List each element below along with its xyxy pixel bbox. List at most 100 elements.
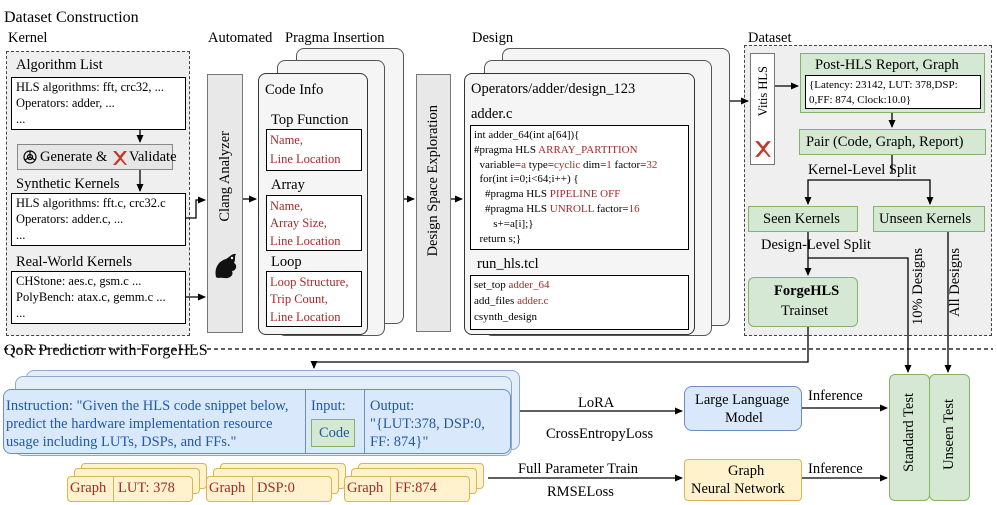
code-input-box: Code	[311, 419, 355, 447]
graph-tag: Graph	[209, 480, 246, 496]
header-pragma-insertion: Pragma Insertion	[285, 30, 385, 46]
forgehls-trainset-box: ForgeHLS Trainset	[748, 277, 858, 327]
openai-logo-icon	[22, 149, 38, 165]
code-token: set_top	[474, 279, 509, 291]
seen-kernels-box: Seen Kernels	[748, 206, 858, 232]
algorithm-list-line: ...	[16, 112, 26, 126]
code-token-highlight: PIPELINE OFF	[549, 188, 621, 201]
code-info-title: Code Info	[265, 82, 324, 98]
tcl-code-box: set_top adder_64 add_files adder.c csynth_…	[470, 275, 689, 330]
gnn-label-line: Graph	[728, 463, 765, 479]
xilinx-logo-icon	[112, 150, 128, 166]
dse-bar: Design Space Exploration	[416, 74, 451, 332]
code-token-highlight: UNROLL	[549, 203, 594, 215]
arrow-split-to-unseen	[892, 179, 934, 205]
lora-label: LoRA	[578, 395, 615, 411]
instruction-card: Instruction: "Given the HLS code snippet…	[3, 389, 511, 454]
code-info-card: Code Info Top Function Name, Line Locati…	[258, 73, 368, 335]
graph-card-divider	[390, 477, 391, 501]
code-token-highlight: adder_64	[508, 279, 550, 291]
code-token: dim=	[580, 158, 607, 171]
code-token-highlight: 16	[628, 203, 640, 215]
algorithm-list-line: HLS algorithms: fft, crc32, ...	[16, 80, 165, 94]
code-token: csynth_design	[474, 311, 537, 323]
cross-entropy-loss-label: CrossEntropyLoss	[546, 426, 654, 442]
graph-card-divider	[252, 477, 253, 501]
design-path: Operators/adder/design_123	[471, 81, 636, 97]
pair-label: Pair (Code, Graph, Report)	[806, 134, 964, 150]
forgehls-label: ForgeHLS	[774, 283, 840, 299]
synthetic-kernels-line: ...	[16, 228, 26, 242]
real-world-kernels-line: CHStone: aes.c, gsm.c ...	[16, 274, 142, 288]
synthetic-kernels-title: Synthetic Kernels	[16, 176, 120, 192]
llm-label-line: Model	[725, 410, 763, 426]
graph-tag: Graph	[70, 480, 107, 496]
code-token-highlight: a	[521, 158, 527, 171]
code-line: #pragma HLS ARRAY_PARTITION	[474, 144, 638, 157]
design-card: Operators/adder/design_123 adder.c int a…	[464, 73, 695, 335]
real-world-kernels-box: CHStone: aes.c, gsm.c ... PolyBench: ata…	[11, 271, 186, 324]
code-line: int adder_64(int a[64]){	[474, 129, 579, 142]
arrow-trainset-to-qor	[310, 327, 809, 369]
synthetic-kernels-line: Operators: adder.c, ...	[16, 212, 124, 226]
rmse-loss-label: RMSELoss	[547, 484, 614, 500]
real-world-kernels-line: ...	[16, 306, 26, 320]
graph-tag: Graph	[347, 480, 384, 496]
code-line: s+=a[i];}	[474, 217, 534, 231]
unseen-kernels-label: Unseen Kernels	[879, 211, 972, 227]
code-token: #pragma HLS	[474, 203, 550, 215]
generate-validate-box: Generate & Validate	[17, 144, 177, 170]
graph-card: Graph DSP:0	[206, 476, 332, 502]
loop-box: Loop Structure, Trip Count, Line Locatio…	[266, 271, 362, 327]
generate-label: Generate &	[40, 149, 108, 165]
post-hls-report-box: Post-HLS Report, Graph {Latency: 23142, …	[800, 53, 985, 113]
code-line: set_top adder_64	[474, 279, 549, 292]
code-token: #pragma HLS	[474, 188, 550, 201]
section-title-dataset-construction: Dataset Construction	[4, 9, 139, 26]
output-line: FF: 874}"	[370, 434, 429, 450]
array-item: Name,	[270, 199, 303, 213]
gnn-box: Graph Neural Network	[684, 459, 802, 501]
clang-dragon-icon	[212, 251, 240, 281]
top-function-item: Name,	[270, 133, 303, 147]
code-token: #pragma HLS	[474, 143, 539, 156]
output-line: "{LUT:378, DSP:0,	[370, 416, 485, 432]
full-parameter-train-label: Full Parameter Train	[518, 461, 639, 477]
array-box: Name, Array Size, Line Location	[266, 195, 362, 251]
inference-label-gnn: Inference	[808, 461, 863, 477]
llm-box: Large Language Model	[684, 386, 802, 431]
code-line: #pragma HLS UNROLL factor=16	[474, 203, 640, 216]
header-kernel: Kernel	[8, 30, 48, 46]
code-line: add_files adder.c	[474, 295, 549, 308]
graph-value: LUT: 378	[118, 480, 175, 496]
graph-value: DSP:0	[257, 480, 295, 496]
real-world-kernels-title: Real-World Kernels	[16, 254, 132, 270]
loop-item: Loop Structure,	[270, 275, 349, 289]
code-token-highlight: 1	[606, 158, 612, 171]
code-token: type=	[526, 158, 554, 171]
report-values-line: 0,FF: 874, Clock:10.0}	[809, 94, 912, 106]
algorithm-list-line: Operators: adder, ...	[16, 96, 115, 110]
report-values-line: {Latency: 23142, LUT: 378,DSP:	[809, 79, 958, 91]
code-token-highlight: adder.c	[517, 295, 549, 307]
arrow-synthetic-to-clang	[186, 196, 206, 219]
graph-card-divider	[113, 477, 114, 501]
graph-value: FF:874	[395, 480, 437, 496]
design-level-split-label: Design-Level Split	[761, 237, 871, 253]
code-line: return s;}	[474, 233, 522, 246]
code-line: for(int i=0;i<64;i++) {	[474, 173, 579, 186]
code-token: add_files	[474, 295, 518, 307]
instruction-divider	[305, 390, 306, 453]
kernel-level-split-label: Kernel-Level Split	[808, 162, 917, 178]
adder-code-box: int adder_64(int a[64]){#pragma HLS ARRA…	[470, 125, 689, 250]
pair-box: Pair (Code, Graph, Report)	[799, 129, 986, 155]
clang-analyzer-bar: Clang Analyzer	[207, 74, 243, 333]
trainset-label: Trainset	[781, 303, 828, 319]
array-item: Array Size,	[270, 216, 327, 230]
code-token-highlight: ARRAY_PARTITION	[538, 143, 638, 156]
code-token: s+=a[i];}	[474, 217, 534, 230]
code-token: factor=	[593, 203, 629, 215]
llm-label-line: Large Language	[695, 392, 790, 408]
top-function-title: Top Function	[271, 112, 349, 128]
header-dataset: Dataset	[748, 30, 792, 46]
